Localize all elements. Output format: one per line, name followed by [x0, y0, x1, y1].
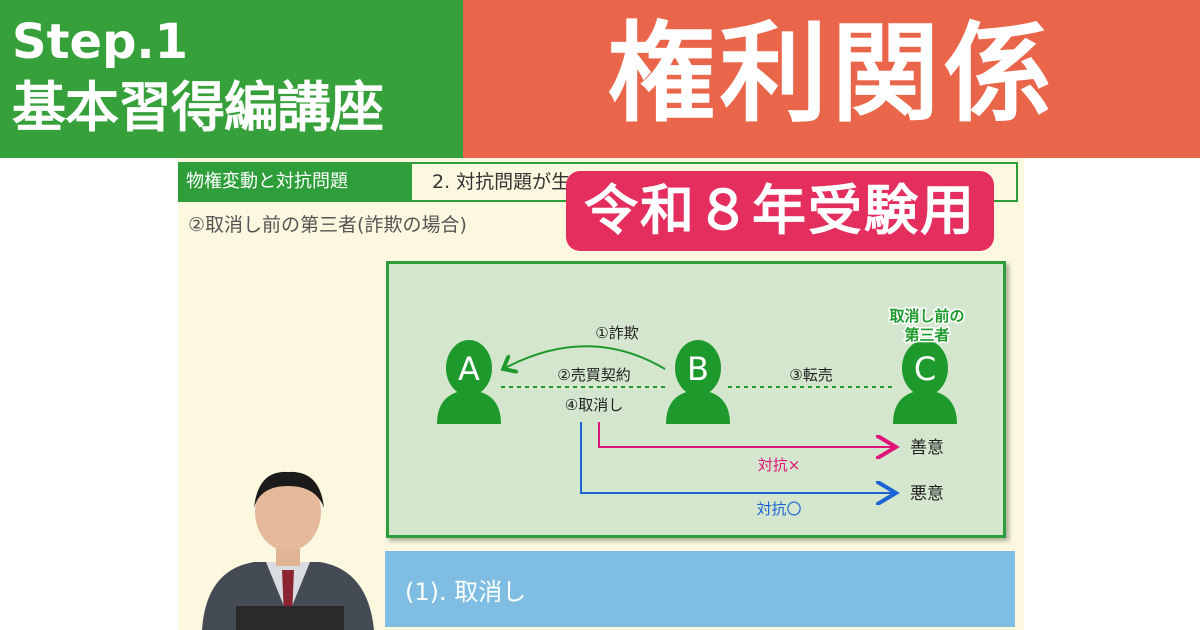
presenter-image [202, 471, 374, 630]
course-banner: Step.1 基本習得編講座 [0, 0, 463, 158]
subject-banner: 権利関係 [463, 0, 1200, 158]
cancel-label: ④取消し [565, 396, 623, 414]
step-label: Step.1 [12, 14, 189, 70]
subtopic-label: (1). 取消し [405, 578, 527, 606]
fraud-label: ①詐欺 [595, 324, 638, 342]
resale-label: ③転売 [789, 366, 832, 384]
person-b-label: B [687, 350, 709, 388]
slide-topic-tab: 物権変動と対抗問題 [178, 162, 410, 202]
sale-contract-label: ②売買契約 [557, 366, 630, 384]
subject-title: 権利関係 [607, 12, 1056, 137]
fraud-arrow [505, 345, 666, 369]
person-c-icon: C [893, 340, 957, 424]
rights-diagram: A B C ①詐欺 ②売買契約 ④取消し ③転売 [386, 261, 1006, 538]
course-name: 基本習得編講座 [12, 76, 384, 139]
oppose-no-label: 対抗× [758, 456, 801, 474]
bad-faith-label: 悪意 [910, 484, 944, 504]
third-party-label-2: 第三者 [904, 326, 949, 344]
person-b-icon: B [666, 340, 730, 424]
year-badge: 令和８年受験用 [566, 171, 994, 251]
person-a-label: A [458, 350, 480, 388]
good-faith-label: 善意 [910, 438, 944, 458]
person-c-label: C [914, 350, 936, 388]
subtopic-box: (1). 取消し [385, 551, 1015, 627]
diagram-canvas: A B C ①詐欺 ②売買契約 ④取消し ③転売 [437, 306, 966, 518]
person-a-icon: A [437, 340, 501, 424]
slide-subtitle: ②取消し前の第三者(詐欺の場合) [188, 214, 467, 236]
bad-faith-arrow [580, 422, 896, 493]
oppose-yes-label: 対抗〇 [756, 500, 801, 518]
good-faith-arrow [598, 422, 896, 447]
third-party-label-1: 取消し前の [889, 307, 964, 325]
